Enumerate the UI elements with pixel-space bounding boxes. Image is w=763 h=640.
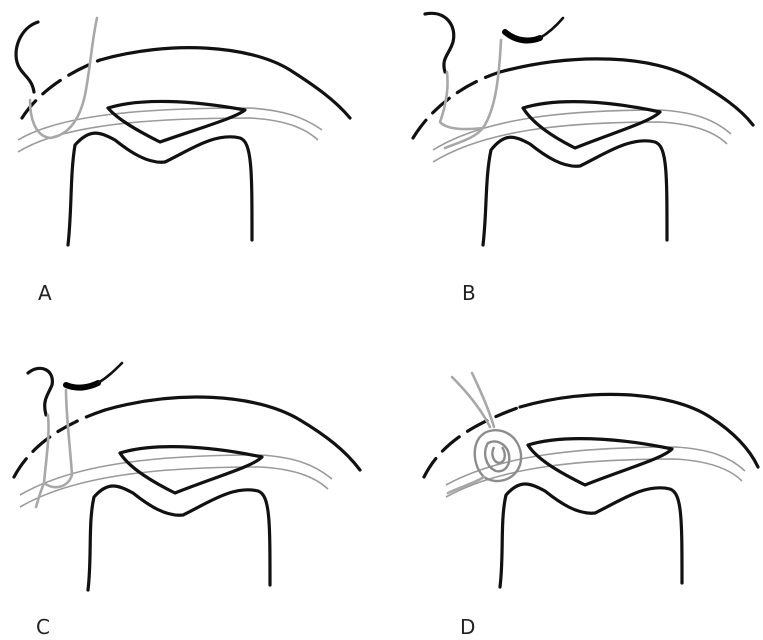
panel-label-c: C [36,615,50,639]
panel-b-skin-hook [425,13,454,72]
panel-label-a: A [38,281,52,305]
panel-c-outer-arc-dashed [14,410,105,477]
panel-c-thin-line-lower [20,467,328,507]
panel-a-bone-base [68,133,252,245]
panel-c-needle [66,383,98,388]
panel-c-needle-tail [98,363,122,383]
panel-c-outer-arc [105,397,360,470]
panel-a-skin-hook [16,22,38,92]
panel-d-outer-arc-dashed [424,407,520,477]
panel-b-needle [505,32,540,40]
panel-b-needle-tail [540,18,563,38]
panel-d-suture-strand-2 [472,373,494,427]
panel-d-knot [475,430,521,481]
panel-label-b: B [462,281,476,305]
panel-b-outer-arc [500,59,753,125]
panel-b-bone-base [483,137,667,245]
panel-c-thin-line-upper [20,455,332,495]
panel-a [16,18,350,245]
panel-d [424,373,758,587]
panel-a-thin-line-upper [18,108,322,140]
panel-c-skin-hook [28,368,52,415]
panel-d-suture-tail [448,477,484,493]
panel-d-thin-line-lower [446,459,742,497]
panel-c [14,363,360,590]
panel-d-bone-base [500,484,682,587]
panel-c-triangle [120,447,262,493]
panel-c-bone-base [88,486,270,590]
panel-a-suture [30,18,97,138]
panel-d-knot-core [492,447,504,463]
panel-label-d: D [460,615,475,639]
panel-b [413,13,753,245]
panel-c-suture-loop [44,390,72,487]
